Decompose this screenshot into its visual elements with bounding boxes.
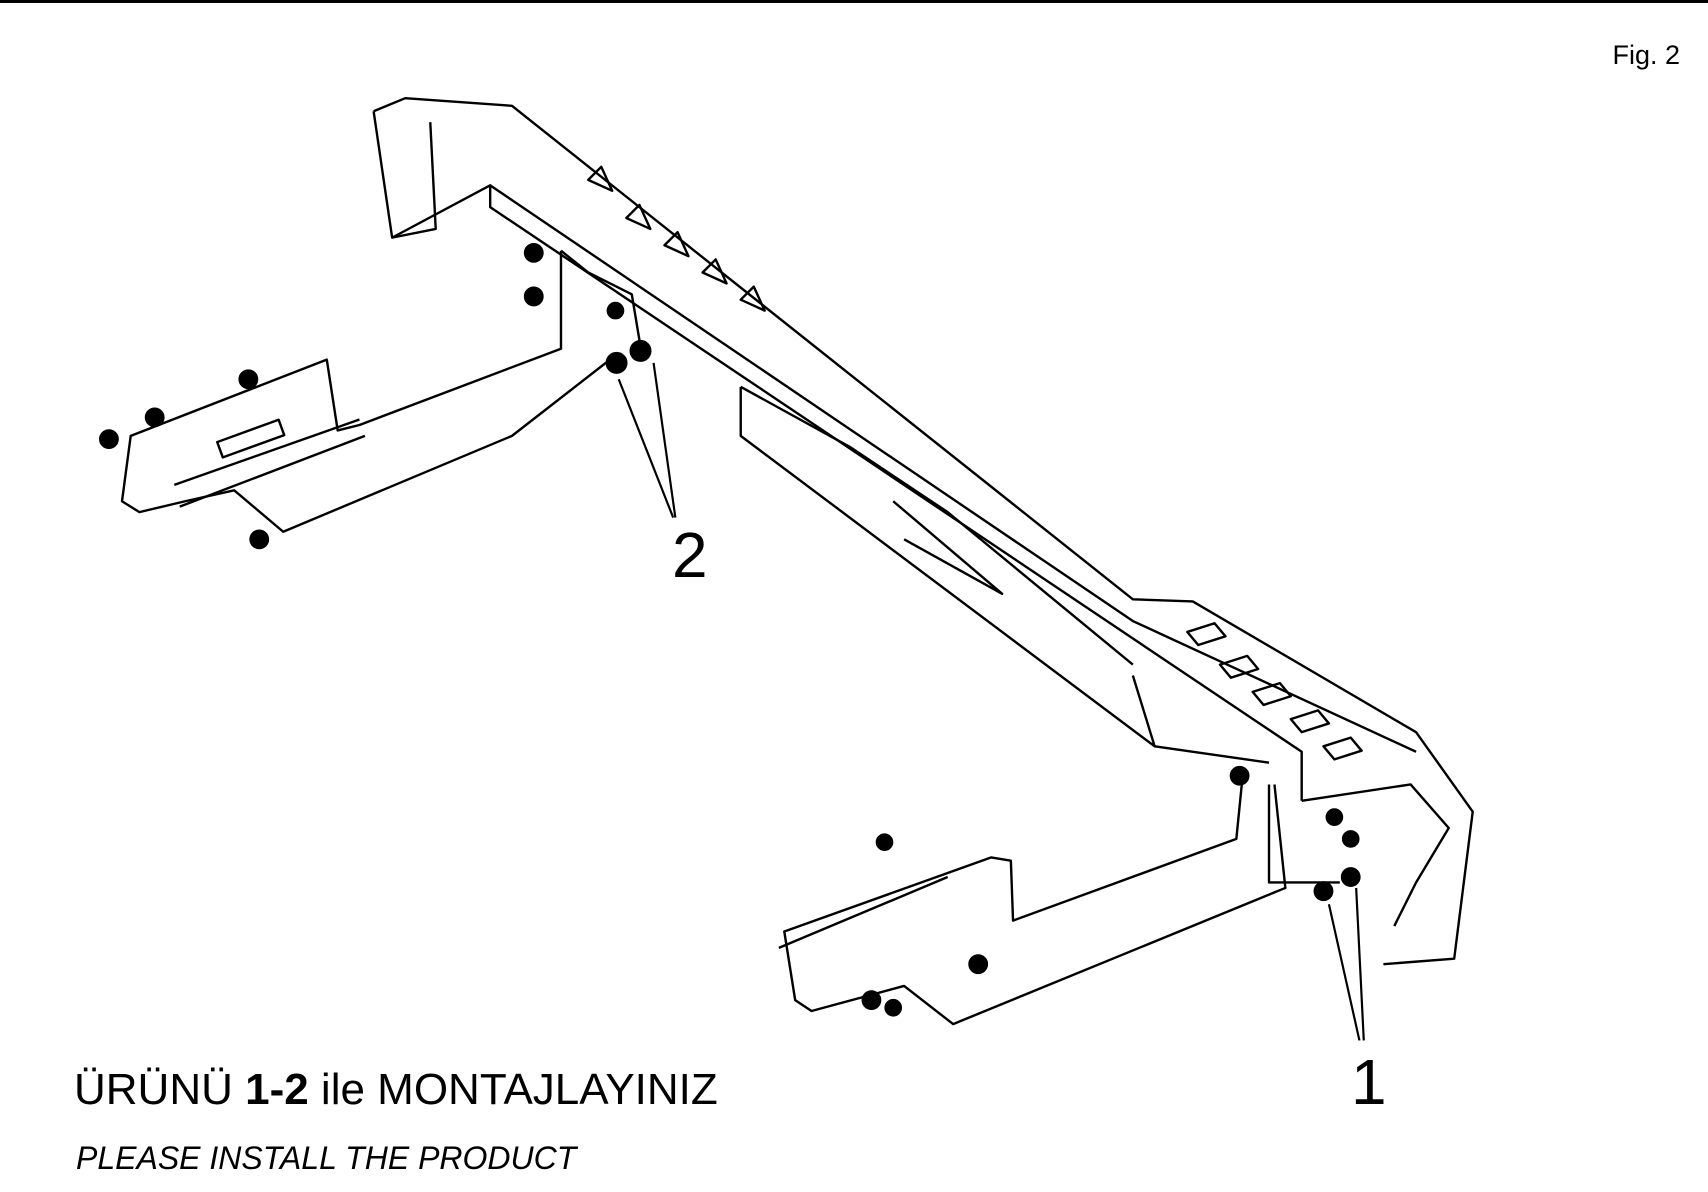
top-border (0, 0, 1708, 3)
crossbar (372, 96, 1474, 966)
instruction-suffix: ile MONTAJLAYINIZ (308, 1065, 718, 1114)
instruction-english: PLEASE INSTALL THE PRODUCT (76, 1140, 577, 1176)
instruction-prefix: ÜRÜNÜ (74, 1065, 246, 1114)
callout-arrows (617, 362, 1365, 1041)
figure-label: Fig. 2 (1612, 40, 1680, 70)
crossbar-slots (587, 165, 1363, 761)
callout-2: 2 (672, 519, 708, 591)
callout-1: 1 (1351, 1046, 1387, 1118)
right-bracket (778, 765, 1361, 1026)
instruction-title: ÜRÜNÜ 1-2 ile MONTAJLAYINIZ (74, 1065, 718, 1115)
instruction-parts: 1-2 (245, 1065, 309, 1114)
left-bracket (99, 242, 652, 550)
